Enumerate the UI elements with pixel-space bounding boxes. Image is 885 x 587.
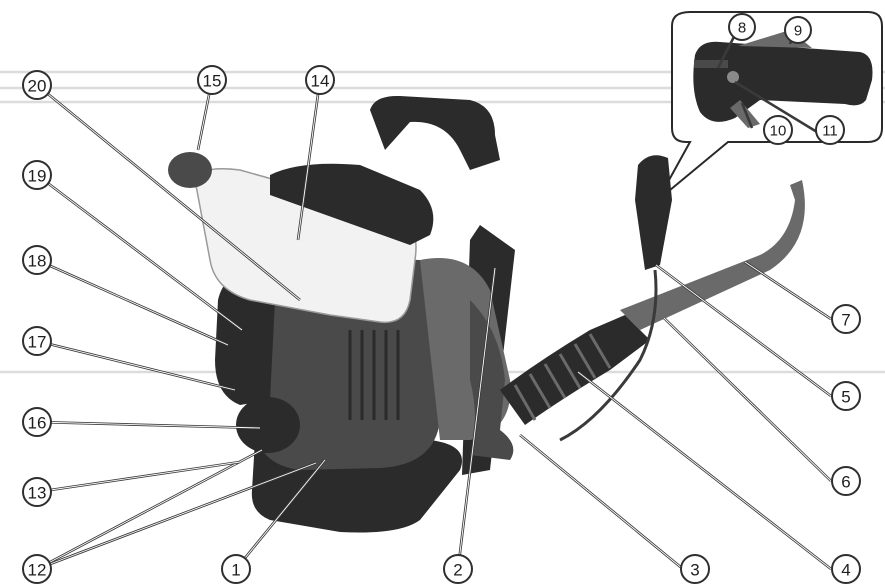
callout-2: 2 xyxy=(443,554,473,584)
callout-10: 10 xyxy=(763,115,793,145)
svg-text:5: 5 xyxy=(841,388,850,407)
svg-text:4: 4 xyxy=(841,561,850,580)
callout-13: 13 xyxy=(22,477,52,507)
callout-5: 5 xyxy=(831,381,861,411)
svg-text:12: 12 xyxy=(28,561,47,580)
svg-text:1: 1 xyxy=(231,561,240,580)
blower-illustration xyxy=(168,95,805,533)
svg-text:11: 11 xyxy=(822,123,838,140)
svg-text:6: 6 xyxy=(841,473,850,492)
svg-text:15: 15 xyxy=(203,72,222,91)
callout-8: 8 xyxy=(728,13,756,41)
svg-text:18: 18 xyxy=(28,252,47,271)
callout-16: 16 xyxy=(22,407,52,437)
handle-inset xyxy=(657,11,883,201)
callout-3: 3 xyxy=(680,554,710,584)
svg-text:2: 2 xyxy=(453,561,462,580)
svg-text:19: 19 xyxy=(28,167,47,186)
callout-9: 9 xyxy=(784,16,812,44)
svg-text:7: 7 xyxy=(841,311,850,330)
callout-7: 7 xyxy=(831,304,861,334)
callouts: 1 2 3 4 5 6 7 8 9 10 11 12 13 14 15 16 1… xyxy=(22,13,861,584)
leader-lines xyxy=(36,26,832,571)
svg-text:20: 20 xyxy=(28,77,47,96)
flex-tube-ribs xyxy=(513,333,612,421)
svg-text:13: 13 xyxy=(28,484,47,503)
svg-text:10: 10 xyxy=(770,123,787,140)
svg-text:16: 16 xyxy=(28,414,47,433)
callout-1: 1 xyxy=(221,554,251,584)
callout-6: 6 xyxy=(831,466,861,496)
engine-grille xyxy=(348,330,400,420)
callout-15: 15 xyxy=(197,65,227,95)
callout-11: 11 xyxy=(815,115,845,145)
callout-17: 17 xyxy=(22,326,52,356)
callout-12: 12 xyxy=(22,554,52,584)
callout-4: 4 xyxy=(831,554,861,584)
callout-20: 20 xyxy=(22,70,52,100)
svg-text:14: 14 xyxy=(311,72,330,91)
callout-14: 14 xyxy=(305,65,335,95)
svg-text:3: 3 xyxy=(690,561,699,580)
callout-19: 19 xyxy=(22,160,52,190)
svg-text:9: 9 xyxy=(794,23,802,40)
svg-text:8: 8 xyxy=(738,20,746,37)
callout-18: 18 xyxy=(22,245,52,275)
svg-text:17: 17 xyxy=(28,333,47,352)
